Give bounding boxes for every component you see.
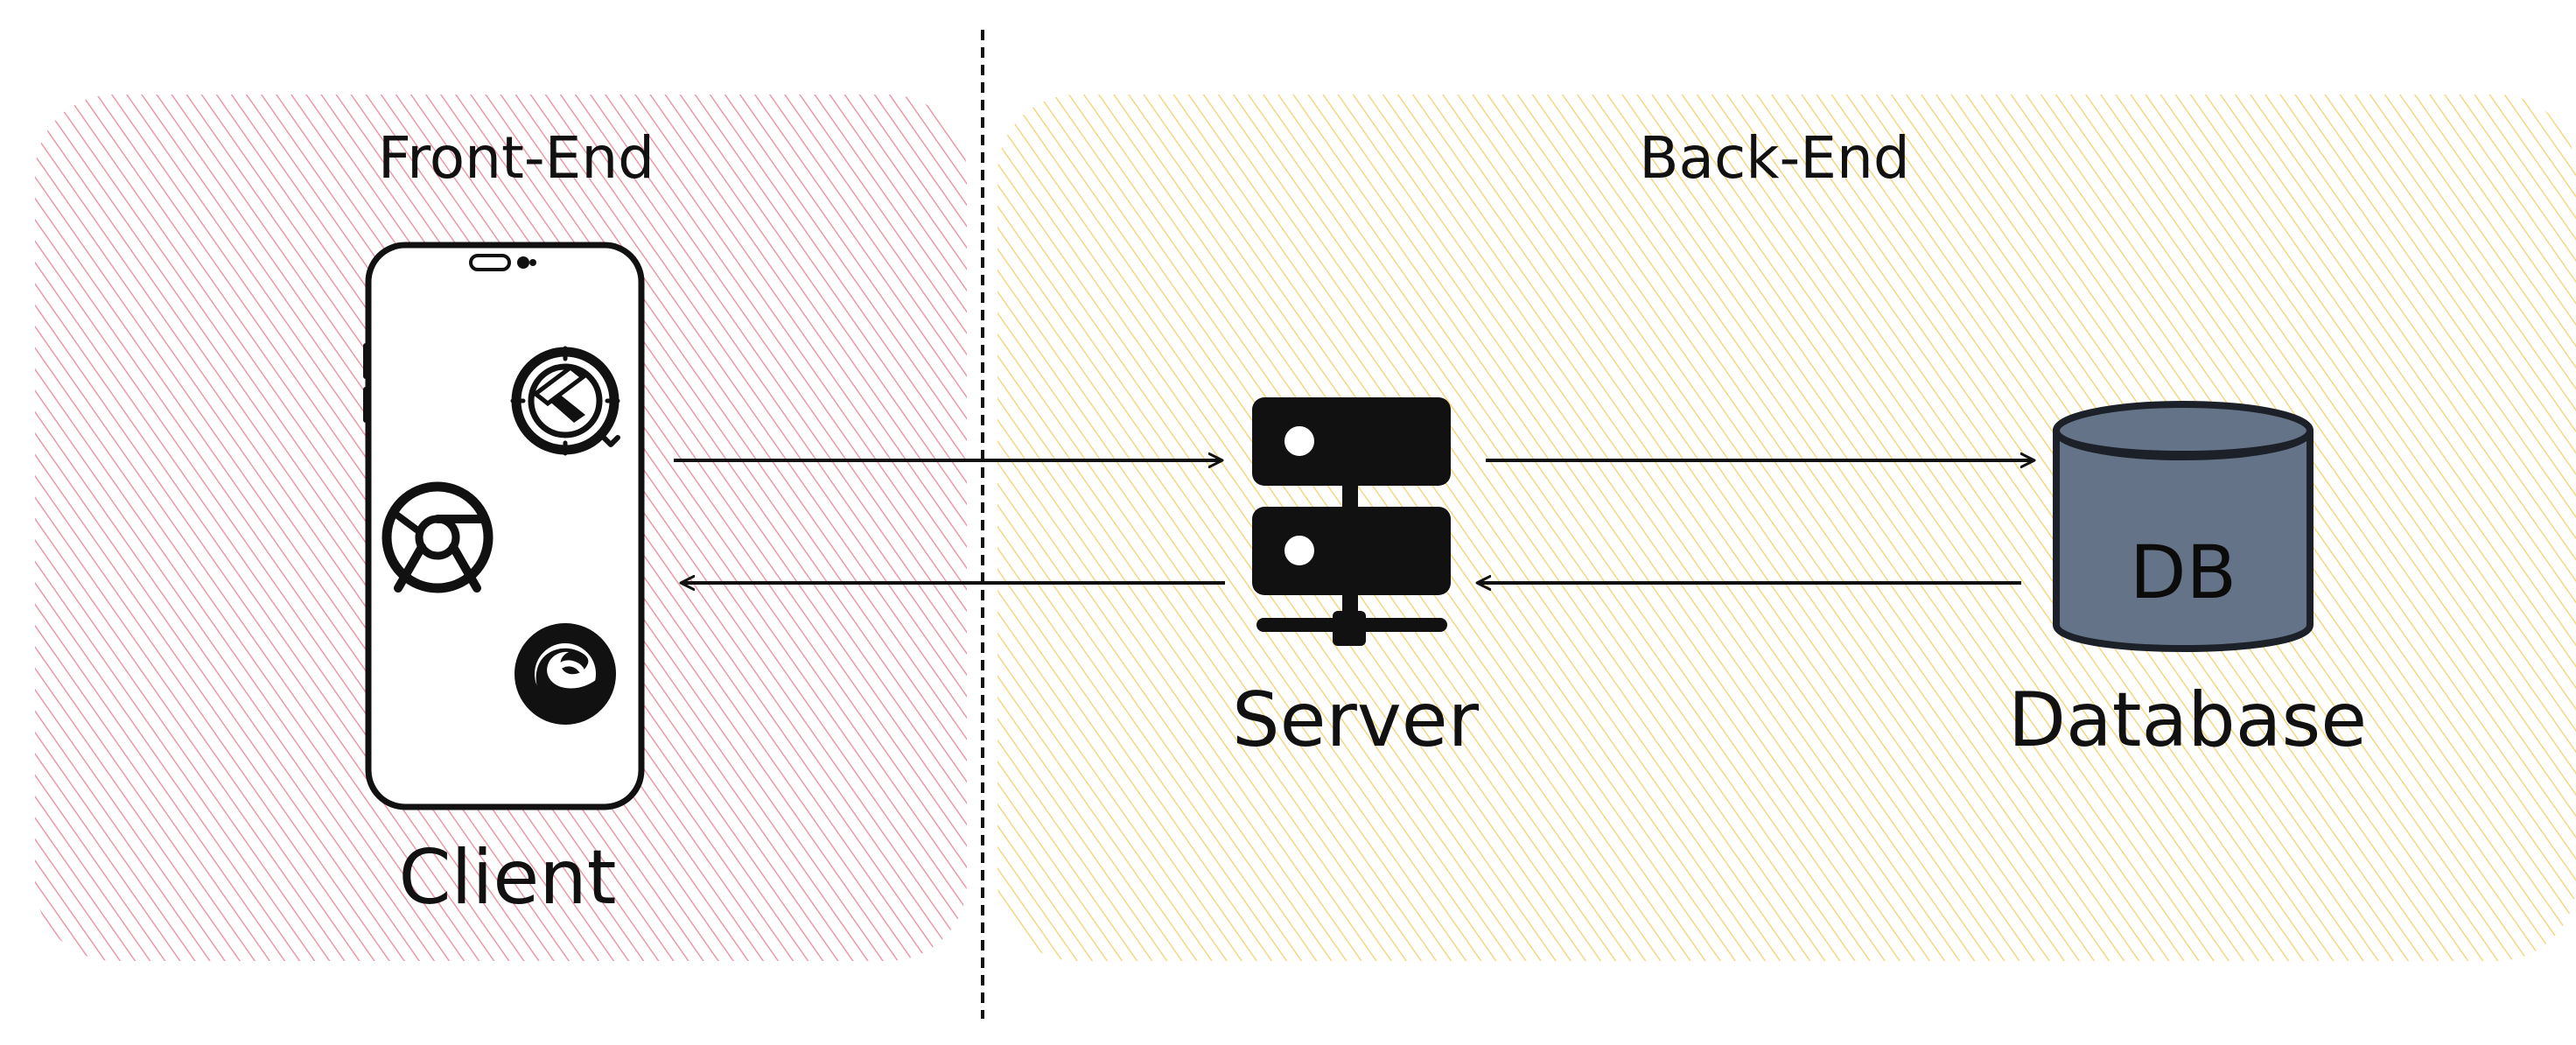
chrome-icon [382,481,494,593]
db-text: DB [2129,530,2237,615]
firefox-icon [514,623,616,725]
frontend-title: Front-End [377,124,655,192]
backend-zone [998,95,2576,961]
database-icon [2053,401,2314,652]
backend-title: Back-End [1639,124,1910,192]
client-label: Client [398,834,617,922]
safari-icon [510,346,620,456]
database-label: Database [2007,677,2368,764]
server-label: Server [1231,677,1480,764]
server-icon [1252,397,1451,646]
